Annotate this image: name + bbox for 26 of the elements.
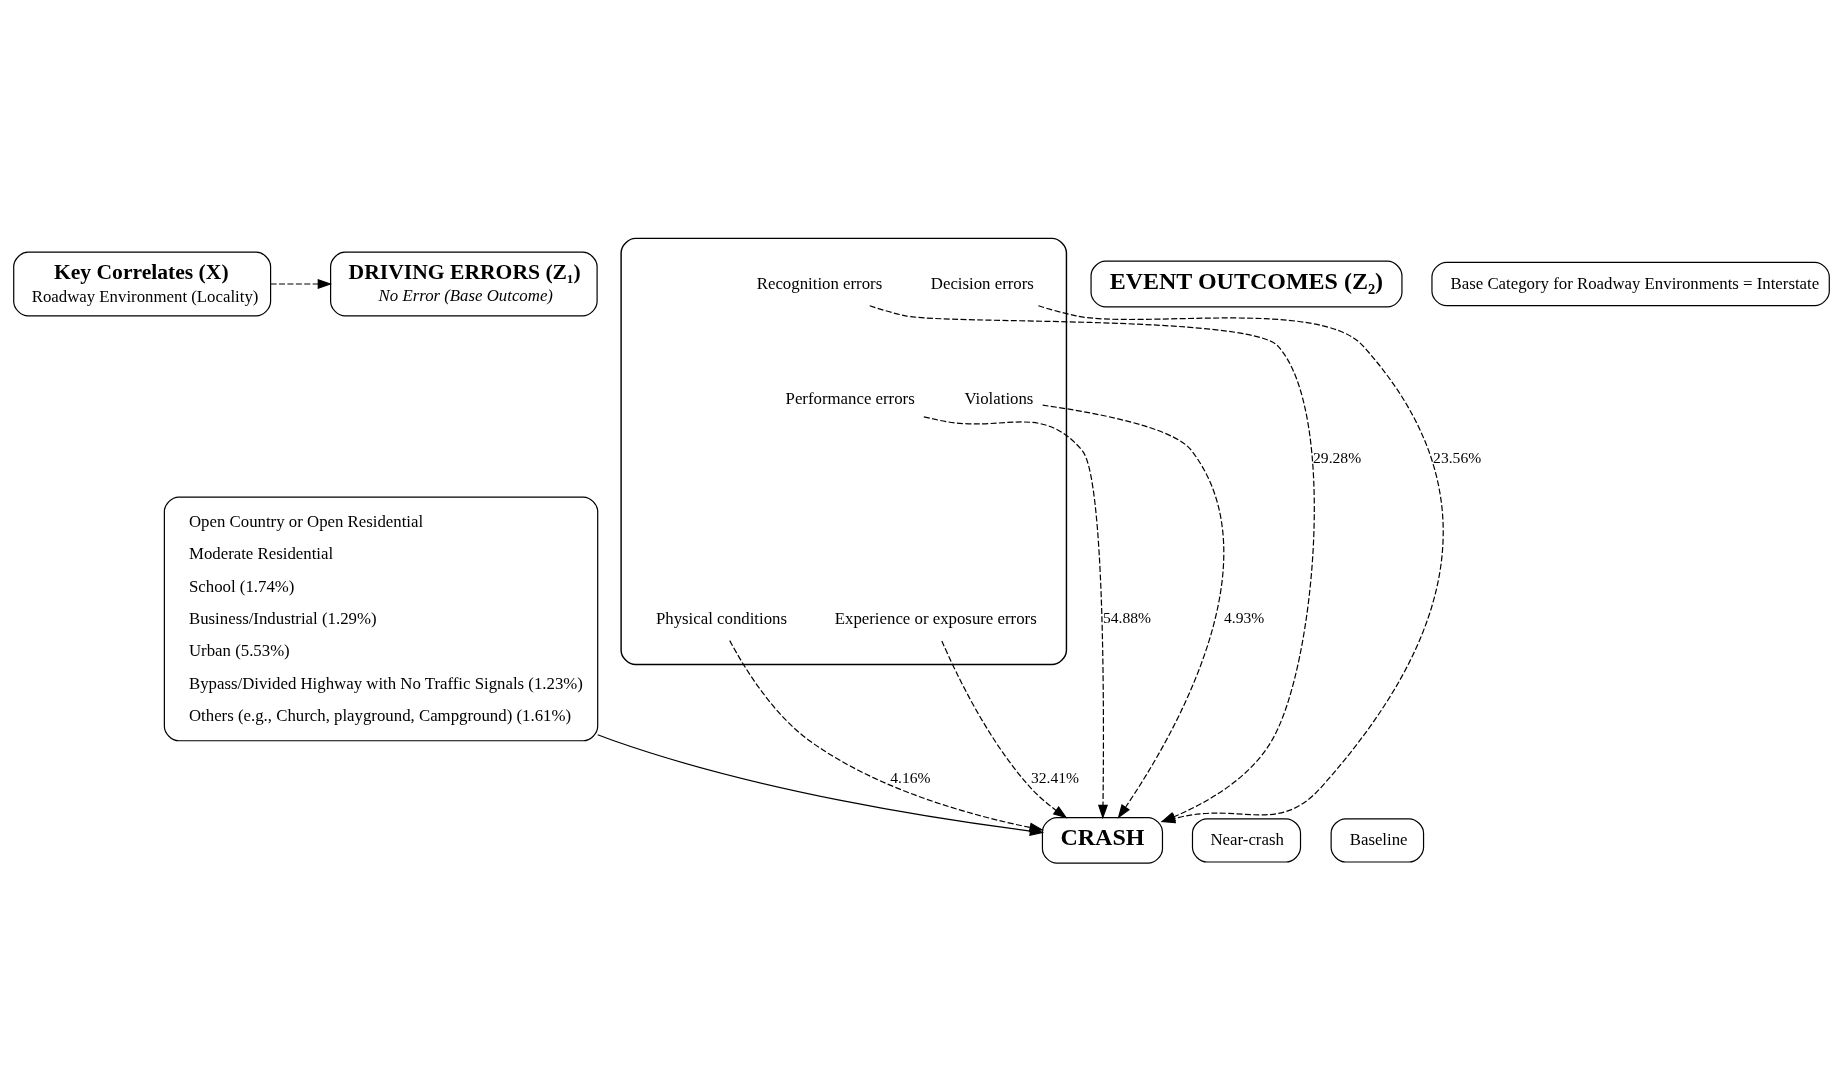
arrow <box>923 415 1109 819</box>
node-box: Near-crash <box>1191 817 1302 863</box>
edge-label: 4.93% <box>1223 608 1265 626</box>
node-box: Open Country or Open Residential Moderate Residential School (1.74%) Business/Industrial (1.29%) Urban (5.53%) Bypass/Divided Highway with No Traffic Signals (1.23%) Others (e.g., Church, playground, Campground) (1.61%) <box>163 495 599 741</box>
node-box: DRIVING ERRORS (Z₁) No Error (Base Outcome) <box>330 251 598 316</box>
edge-label: 54.88% <box>1103 608 1152 626</box>
node-text: Decision errors <box>930 273 1034 293</box>
node-text: Recognition errors <box>756 273 883 293</box>
node-text: Performance errors <box>785 388 915 408</box>
arrow <box>270 278 333 289</box>
node-box: EVENT OUTCOMES (Z₂) <box>1090 260 1403 307</box>
arrow <box>729 639 1044 832</box>
edge-label: 23.56% <box>1433 448 1482 466</box>
cluster <box>620 237 1068 665</box>
edge-label: 4.16% <box>890 768 931 786</box>
node-box: Baseline <box>1330 817 1425 863</box>
node-box: Base Category for Roadway Environments = Interstate <box>1431 261 1830 306</box>
node-text: Experience or exposure errors <box>834 608 1037 628</box>
arrow <box>1042 404 1225 819</box>
arrow <box>941 639 1068 819</box>
node-box: CRASH <box>1041 816 1164 864</box>
node-text: Violations <box>964 388 1034 408</box>
node-text: Physical conditions <box>655 608 788 628</box>
node-box: Key Correlates (X) Roadway Environment (Locality) <box>13 251 272 316</box>
edge-label: 32.41% <box>1031 768 1080 786</box>
edge-label: 29.28% <box>1313 448 1362 466</box>
